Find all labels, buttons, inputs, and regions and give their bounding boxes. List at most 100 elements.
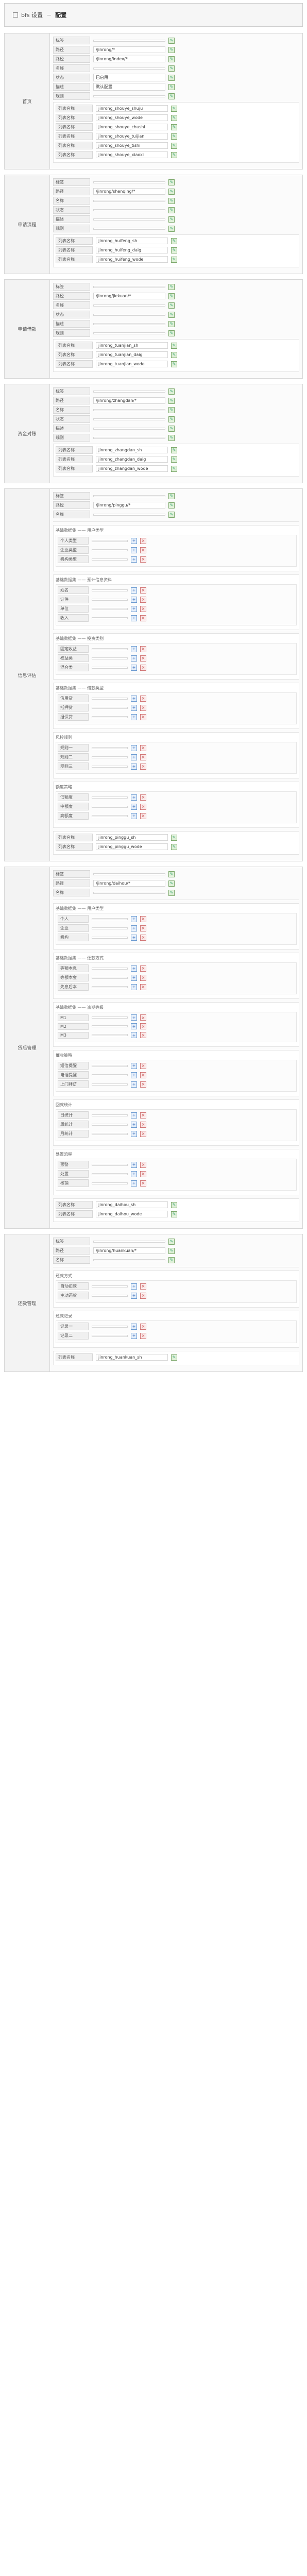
list-value[interactable]: jinrong_shouye_wode xyxy=(96,114,168,121)
item-value[interactable] xyxy=(92,918,128,920)
add-icon[interactable]: + xyxy=(131,925,137,931)
delete-icon[interactable]: × xyxy=(140,1171,146,1177)
edit-icon[interactable]: ✎ xyxy=(168,416,175,422)
field-value[interactable] xyxy=(93,332,165,334)
edit-icon[interactable]: ✎ xyxy=(168,330,175,336)
edit-icon[interactable]: ✎ xyxy=(168,889,175,896)
add-icon[interactable]: + xyxy=(131,1283,137,1290)
delete-icon[interactable]: × xyxy=(140,547,146,553)
add-icon[interactable]: + xyxy=(131,1032,137,1038)
item-value[interactable] xyxy=(92,1173,128,1175)
edit-icon[interactable]: ✎ xyxy=(168,493,175,499)
edit-icon[interactable]: ✎ xyxy=(171,447,177,453)
field-value[interactable] xyxy=(93,227,165,230)
add-icon[interactable]: + xyxy=(131,744,137,751)
delete-icon[interactable]: × xyxy=(140,1332,146,1339)
add-icon[interactable]: + xyxy=(131,812,137,819)
item-value[interactable] xyxy=(92,747,128,749)
edit-icon[interactable]: ✎ xyxy=(171,1211,177,1217)
item-value[interactable] xyxy=(92,697,128,700)
delete-icon[interactable]: × xyxy=(140,934,146,941)
field-value[interactable] xyxy=(93,409,165,411)
edit-icon[interactable]: ✎ xyxy=(171,105,177,112)
add-icon[interactable]: + xyxy=(131,965,137,972)
menu-icon[interactable] xyxy=(13,12,18,18)
edit-icon[interactable]: ✎ xyxy=(168,216,175,223)
breadcrumb-root[interactable]: bfs 设置 xyxy=(21,12,43,19)
item-value[interactable] xyxy=(92,1034,128,1036)
add-icon[interactable]: + xyxy=(131,1081,137,1088)
delete-icon[interactable]: × xyxy=(140,596,146,603)
edit-icon[interactable]: ✎ xyxy=(168,225,175,232)
item-value[interactable] xyxy=(92,1325,128,1328)
list-value[interactable]: jinrong_daihou_sh xyxy=(96,1201,168,1208)
field-value[interactable] xyxy=(93,39,165,42)
add-icon[interactable]: + xyxy=(131,596,137,603)
add-icon[interactable]: + xyxy=(131,1292,137,1299)
item-value[interactable] xyxy=(92,666,128,669)
list-value[interactable]: jinrong_shouye_shuju xyxy=(96,105,168,112)
item-value[interactable] xyxy=(92,1334,128,1337)
edit-icon[interactable]: ✎ xyxy=(168,425,175,432)
list-value[interactable]: jinrong_huankuan_sh xyxy=(96,1354,168,1361)
field-value[interactable] xyxy=(93,323,165,325)
add-icon[interactable]: + xyxy=(131,664,137,671)
delete-icon[interactable]: × xyxy=(140,615,146,621)
add-icon[interactable]: + xyxy=(131,934,137,941)
field-value[interactable] xyxy=(93,218,165,221)
edit-icon[interactable]: ✎ xyxy=(171,456,177,463)
field-value[interactable] xyxy=(93,427,165,430)
edit-icon[interactable]: ✎ xyxy=(168,293,175,299)
edit-icon[interactable]: ✎ xyxy=(168,83,175,90)
edit-icon[interactable]: ✎ xyxy=(168,65,175,72)
delete-icon[interactable]: × xyxy=(140,664,146,671)
field-value[interactable] xyxy=(93,1240,165,1243)
item-value[interactable] xyxy=(92,1182,128,1184)
edit-icon[interactable]: ✎ xyxy=(171,133,177,140)
field-value[interactable] xyxy=(93,513,165,516)
item-value[interactable] xyxy=(92,1132,128,1135)
list-value[interactable]: jinrong_huifeng_daig xyxy=(96,247,168,253)
add-icon[interactable]: + xyxy=(131,695,137,702)
list-value[interactable]: jinrong_shouye_chushi xyxy=(96,124,168,130)
field-value[interactable]: /jinrong/huankuan/* xyxy=(93,1247,165,1254)
item-value[interactable] xyxy=(92,716,128,718)
delete-icon[interactable]: × xyxy=(140,1112,146,1118)
delete-icon[interactable]: × xyxy=(140,763,146,770)
add-icon[interactable]: + xyxy=(131,1112,137,1118)
field-value[interactable] xyxy=(93,436,165,439)
item-value[interactable] xyxy=(92,986,128,988)
edit-icon[interactable]: ✎ xyxy=(171,256,177,263)
item-value[interactable] xyxy=(92,1016,128,1019)
field-value[interactable] xyxy=(93,199,165,202)
delete-icon[interactable]: × xyxy=(140,1292,146,1299)
delete-icon[interactable]: × xyxy=(140,646,146,652)
edit-icon[interactable]: ✎ xyxy=(171,238,177,244)
item-value[interactable] xyxy=(92,657,128,659)
edit-icon[interactable]: ✎ xyxy=(168,511,175,518)
edit-icon[interactable]: ✎ xyxy=(171,361,177,367)
delete-icon[interactable]: × xyxy=(140,695,146,702)
edit-icon[interactable]: ✎ xyxy=(168,406,175,413)
delete-icon[interactable]: × xyxy=(140,1081,146,1088)
add-icon[interactable]: + xyxy=(131,1014,137,1021)
list-value[interactable]: jinrong_zhangdan_daig xyxy=(96,456,168,463)
field-value[interactable] xyxy=(93,1259,165,1261)
add-icon[interactable]: + xyxy=(131,714,137,720)
field-value[interactable] xyxy=(93,495,165,497)
add-icon[interactable]: + xyxy=(131,1130,137,1137)
item-value[interactable] xyxy=(92,558,128,561)
add-icon[interactable]: + xyxy=(131,974,137,981)
list-value[interactable]: jinrong_shouye_tishi xyxy=(96,142,168,149)
item-value[interactable] xyxy=(92,805,128,808)
delete-icon[interactable]: × xyxy=(140,1283,146,1290)
add-icon[interactable]: + xyxy=(131,1023,137,1029)
delete-icon[interactable]: × xyxy=(140,714,146,720)
edit-icon[interactable]: ✎ xyxy=(168,502,175,509)
item-value[interactable] xyxy=(92,927,128,929)
delete-icon[interactable]: × xyxy=(140,812,146,819)
edit-icon[interactable]: ✎ xyxy=(168,388,175,395)
item-value[interactable] xyxy=(92,706,128,709)
add-icon[interactable]: + xyxy=(131,1323,137,1330)
edit-icon[interactable]: ✎ xyxy=(171,1354,177,1361)
